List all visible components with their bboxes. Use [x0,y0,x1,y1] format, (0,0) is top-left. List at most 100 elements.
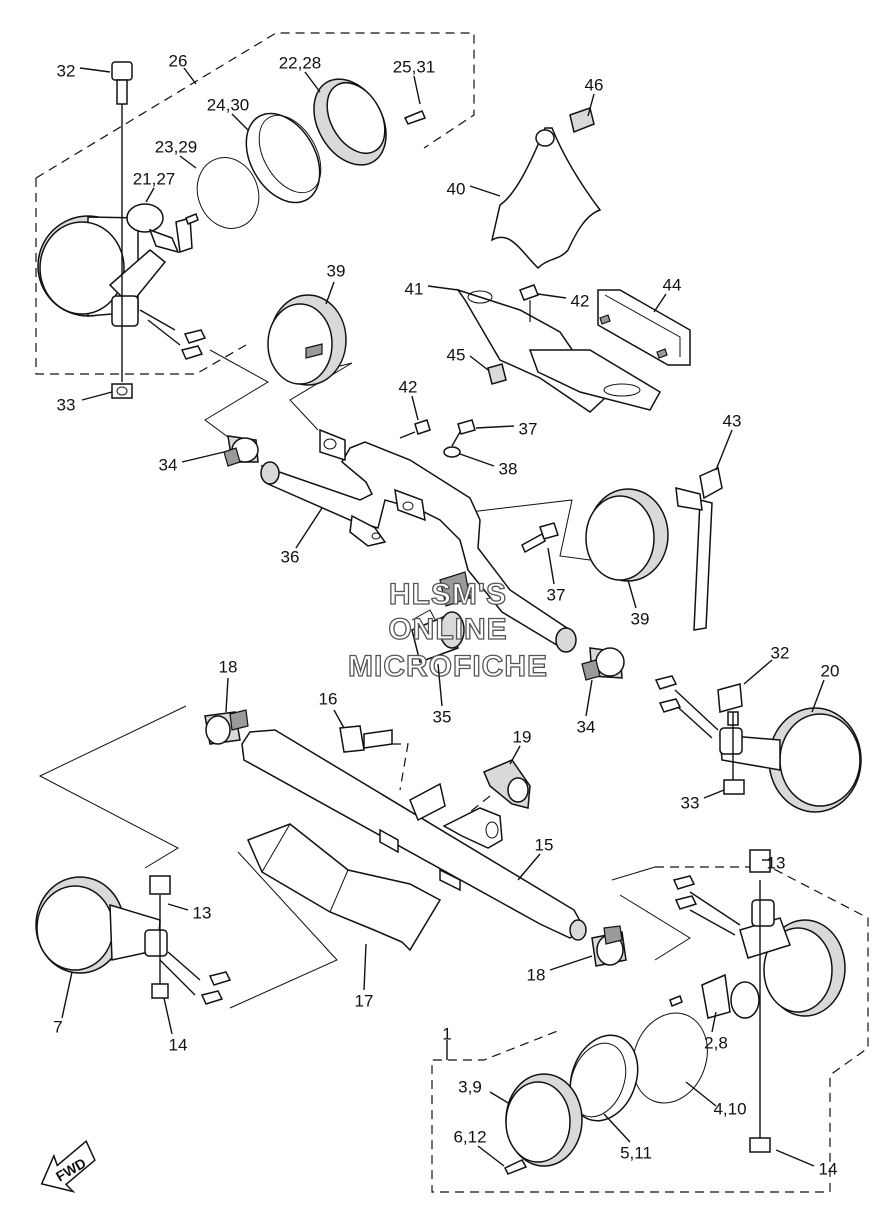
callout-leader [437,663,443,707]
part-number-label: 6,12 [453,1127,486,1146]
callout-leader [653,293,667,313]
part-number-label: 23,29 [155,137,198,156]
part-number-label: 40 [447,179,466,198]
callout-leader [81,391,113,401]
callout-leader [413,75,421,105]
part-number-label: 41 [405,279,424,298]
callout-leader [183,67,197,85]
part-number-label: 15 [535,835,554,854]
rim-outer [245,112,321,204]
callout-leader [587,93,595,117]
callout-leader [145,187,155,203]
callout-leader [537,293,567,299]
callout-leader [79,67,111,73]
callout-leader [163,997,173,1035]
nut-45 [487,363,507,385]
part-number-label: 34 [577,717,596,736]
part-number-label: 33 [57,395,76,414]
callout-leader [469,185,501,197]
part-number-label: 14 [819,1159,838,1178]
part-number-label: 18 [527,965,546,984]
part-number-label: 16 [319,689,338,708]
part-number-label: 38 [499,459,518,478]
callout-leader [304,71,321,93]
rear-left-light-group-box [35,32,475,375]
callout-leader [411,395,419,421]
callout-leader [167,903,189,911]
callout-leader [427,285,459,291]
washer-38 [443,446,461,458]
watermark-line-3: MICROFICHE [348,650,548,683]
callout-leader [295,507,323,549]
cap-nut-46 [569,107,595,134]
part-number-label: 45 [447,345,466,364]
callout-leader [61,971,73,1019]
part-number-label: 39 [327,261,346,280]
lens-face [39,221,125,315]
part-number-label: 26 [169,51,188,70]
gasket-ring [196,157,260,229]
screw-42-mid [399,419,431,439]
callout-leader [363,943,367,991]
part-number-label: 36 [281,547,300,566]
rear-left-turn-signal [37,78,427,360]
part-number-label: 21,27 [133,169,176,188]
watermark-line-1: HLSM'S [389,578,507,611]
lens-screw [403,110,427,125]
rear-right-turn-signal [654,675,862,813]
callout-leader [325,281,335,305]
bolt-32-top [111,61,133,382]
holder-brackets [409,782,503,849]
wire-connectors [180,329,207,360]
lens-cover-face [326,82,386,154]
callout-leader [715,429,733,471]
callout-leader [225,677,229,713]
part-number-label: 37 [519,419,538,438]
callout-leader [489,1091,511,1105]
rear-stay-36 [260,428,577,653]
license-bracket-41 [456,288,662,413]
screw-37-upper [451,419,476,447]
callout-leader [743,659,773,685]
reflector-39-lower [585,488,669,582]
callout-leader [231,113,249,131]
clamp-35 [411,571,471,663]
mount-clamp [111,295,139,327]
mounting-dash-lines [392,743,491,813]
front-left-turn-signal [35,875,232,1005]
bulb-holder [175,217,193,253]
front-right-turn-signal [503,849,846,1175]
nut-33-top [111,383,133,399]
front-stay-15 [241,729,587,941]
clamp-19 [483,759,531,809]
part-number-label: 39 [631,609,650,628]
reflector-39-upper [267,294,347,386]
callout-leader [811,679,825,713]
part-number-label: 7 [53,1017,62,1036]
callout-leader [703,789,725,799]
part-number-label: 43 [723,411,742,430]
part-number-label: 20 [821,661,840,680]
part-number-label: 24,30 [207,95,250,114]
bulb [126,203,164,233]
rear-cover-40 [490,127,602,270]
callout-leader [549,955,593,971]
part-number-label: 3,9 [458,1077,482,1096]
wire-lead [139,309,181,346]
callout-leader [509,745,521,765]
grommet-34-left [223,435,259,467]
part-number-label: 42 [399,377,418,396]
part-number-label: 46 [585,75,604,94]
callout-leader [333,709,345,729]
part-number-label: 17 [355,991,374,1010]
front-right-light-group-box [431,866,869,1193]
part-number-label: 37 [547,585,566,604]
part-number-label: 5,11 [620,1143,652,1162]
bolt-37-lower [521,522,559,554]
reflector-44 [597,289,691,366]
grommet-18-left [204,709,249,745]
fwd-arrow-icon: FWD [40,1139,96,1193]
rim-inner [258,114,322,194]
